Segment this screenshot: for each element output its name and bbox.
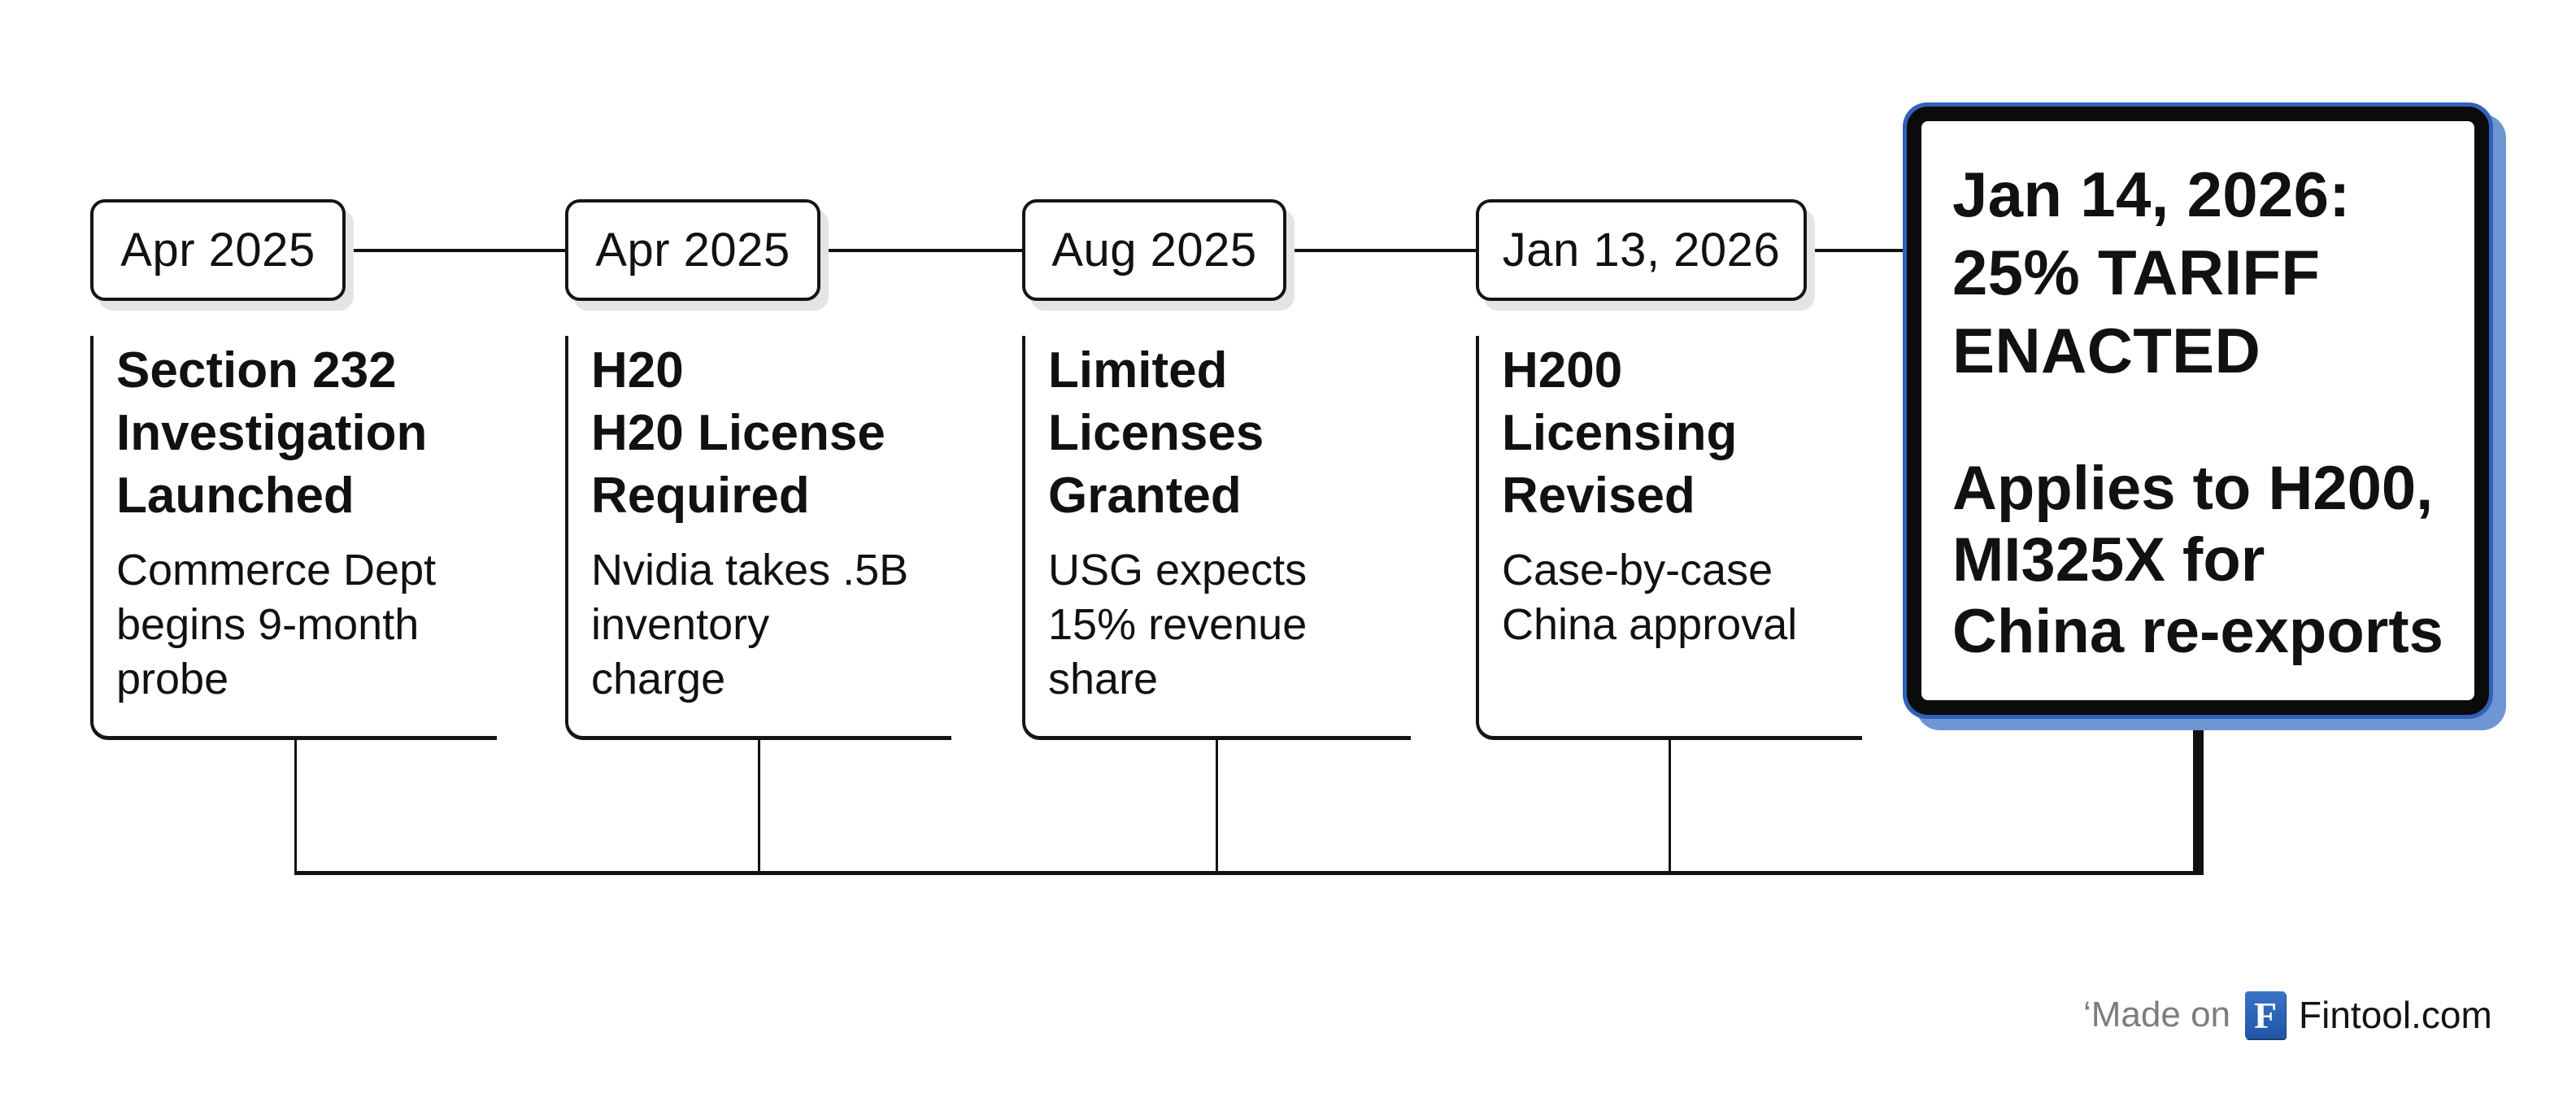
event-card-4: H200 Licensing Revised Case-by-case Chin… bbox=[1476, 336, 1862, 740]
event-card-1: Section 232 Investigation Launched Comme… bbox=[90, 336, 497, 740]
event-title-3: Limited Licenses Granted bbox=[1048, 342, 1264, 524]
event-date-1: Apr 2025 bbox=[90, 199, 346, 301]
event-description-2: Nvidia takes .5B inventory charge bbox=[591, 546, 909, 703]
event-card-3: Limited Licenses Granted USG expects 15%… bbox=[1022, 336, 1411, 740]
card-2-connector bbox=[758, 738, 760, 875]
card-4-connector bbox=[1669, 738, 1671, 875]
fintool-logo-icon: F bbox=[2245, 991, 2287, 1039]
event-date-4: Jan 13, 2026 bbox=[1476, 199, 1807, 301]
event-date-2: Apr 2025 bbox=[565, 199, 820, 301]
event-date-2-label: Apr 2025 bbox=[595, 224, 790, 277]
highlight-description: Applies to H200, MI325X for China re-exp… bbox=[1952, 454, 2443, 666]
event-title-2: H20 H20 License Required bbox=[591, 342, 886, 524]
footer-made-on: ‘Made on bbox=[2083, 995, 2231, 1034]
event-date-1-label: Apr 2025 bbox=[120, 224, 315, 277]
footer-watermark: ‘Made on F Fintool.com bbox=[2083, 991, 2492, 1039]
highlight-event-card: Jan 14, 2026: 25% TARIFF ENACTED Applies… bbox=[1903, 102, 2493, 719]
timeline-connector-bottom bbox=[294, 871, 2204, 875]
event-date-4-label: Jan 13, 2026 bbox=[1502, 224, 1781, 277]
footer-brand-link[interactable]: Fintool.com bbox=[2299, 994, 2492, 1036]
event-description-3: USG expects 15% revenue share bbox=[1048, 546, 1308, 703]
event-title-1: Section 232 Investigation Launched bbox=[116, 342, 428, 524]
card-1-connector bbox=[294, 738, 297, 875]
event-title-4: H200 Licensing Revised bbox=[1502, 342, 1738, 524]
event-description-1: Commerce Dept begins 9-month probe bbox=[116, 546, 437, 703]
card-3-connector bbox=[1216, 738, 1218, 875]
highlight-inner: Jan 14, 2026: 25% TARIFF ENACTED Applies… bbox=[1907, 107, 2489, 715]
event-date-3: Aug 2025 bbox=[1022, 199, 1286, 301]
highlight-title: Jan 14, 2026: 25% TARIFF ENACTED bbox=[1952, 159, 2351, 386]
event-card-2: H20 H20 License Required Nvidia takes .5… bbox=[565, 336, 951, 740]
event-date-3-label: Aug 2025 bbox=[1051, 224, 1257, 277]
highlight-connector bbox=[2193, 716, 2204, 875]
event-description-4: Case-by-case China approval bbox=[1502, 546, 1798, 649]
